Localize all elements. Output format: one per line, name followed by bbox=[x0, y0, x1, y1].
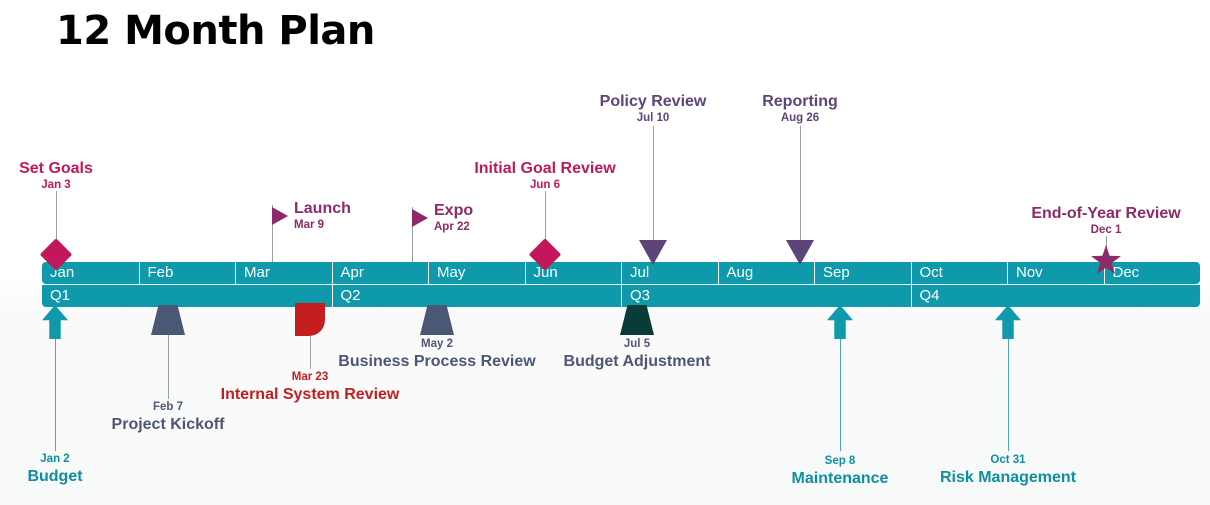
milestone-label-business-process-review[interactable]: May 2 Business Process Review bbox=[338, 337, 535, 371]
arrow-up-marker-icon bbox=[42, 305, 68, 339]
milestone-date-set-goals: Jan 3 bbox=[41, 179, 71, 191]
quarter-label-q2: Q2 bbox=[331, 285, 622, 307]
quarter-label-q3: Q3 bbox=[621, 285, 911, 307]
milestone-date-expo: Apr 22 bbox=[434, 221, 470, 233]
milestone-stem bbox=[545, 191, 546, 244]
milestone-date-risk-management: Oct 31 bbox=[990, 454, 1026, 466]
milestone-stem bbox=[272, 205, 273, 262]
milestone-date-budget: Jan 2 bbox=[40, 453, 70, 465]
milestone-name-set-goals: Set Goals bbox=[19, 160, 93, 177]
quarter-label-q4: Q4 bbox=[910, 285, 1201, 307]
trapezoid-marker-icon bbox=[420, 305, 454, 335]
milestone-date-internal-system-review: Mar 23 bbox=[291, 371, 329, 383]
milestone-date-policy-review: Jul 10 bbox=[636, 112, 670, 124]
triangle-down-marker-icon bbox=[639, 240, 667, 265]
milestone-stem bbox=[800, 126, 801, 240]
month-label-may: May bbox=[428, 262, 525, 284]
milestone-name-maintenance: Maintenance bbox=[791, 470, 889, 487]
month-label-mar: Mar bbox=[235, 262, 332, 284]
milestone-name-policy-review: Policy Review bbox=[599, 93, 707, 110]
month-label-dec: Dec bbox=[1103, 262, 1201, 284]
milestone-label-budget-adjustment[interactable]: Jul 5 Budget Adjustment bbox=[564, 337, 711, 371]
milestone-label-budget[interactable]: Jan 2 Budget bbox=[27, 452, 82, 486]
milestone-stem bbox=[412, 207, 413, 262]
milestone-label-risk-management[interactable]: Oct 31 Risk Management bbox=[940, 453, 1076, 487]
milestone-name-expo: Expo bbox=[434, 202, 474, 219]
month-label-apr: Apr bbox=[331, 262, 429, 284]
milestone-date-budget-adjustment: Jul 5 bbox=[623, 338, 651, 350]
milestone-name-business-process-review: Business Process Review bbox=[338, 353, 536, 370]
milestone-stem bbox=[1106, 236, 1107, 256]
leaf-marker-icon bbox=[295, 303, 325, 336]
month-label-aug: Aug bbox=[717, 262, 815, 284]
milestone-name-reporting: Reporting bbox=[762, 93, 838, 110]
quarter-label-q1: Q1 bbox=[50, 287, 71, 304]
milestone-date-project-kickoff: Feb 7 bbox=[152, 401, 184, 413]
milestone-stem bbox=[55, 339, 56, 451]
milestone-date-launch: Mar 9 bbox=[294, 219, 325, 231]
milestone-name-launch: Launch bbox=[294, 200, 351, 217]
milestone-name-risk-management: Risk Management bbox=[939, 469, 1077, 486]
milestone-stem bbox=[56, 191, 57, 244]
milestone-name-internal-system-review: Internal System Review bbox=[220, 386, 400, 403]
arrow-up-marker-icon bbox=[995, 305, 1021, 339]
milestone-name-budget: Budget bbox=[27, 468, 83, 485]
milestone-stem bbox=[1008, 339, 1009, 451]
month-label-feb: Feb bbox=[138, 262, 236, 284]
page-title: 12 Month Plan bbox=[56, 8, 375, 54]
milestone-stem bbox=[310, 336, 311, 369]
milestone-stem bbox=[653, 126, 654, 240]
arrow-up-marker-icon bbox=[827, 305, 853, 339]
milestone-date-initial-goal-review: Jun 6 bbox=[529, 179, 561, 191]
milestone-name-initial-goal-review: Initial Goal Review bbox=[474, 160, 616, 177]
milestone-date-maintenance: Sep 8 bbox=[824, 455, 856, 467]
milestone-name-budget-adjustment: Budget Adjustment bbox=[563, 353, 711, 370]
milestone-name-project-kickoff: Project Kickoff bbox=[111, 416, 225, 433]
milestone-date-business-process-review: May 2 bbox=[421, 338, 453, 350]
flag-marker-icon bbox=[272, 207, 288, 225]
month-label-jul: Jul bbox=[621, 262, 718, 284]
milestone-label-maintenance[interactable]: Sep 8 Maintenance bbox=[792, 454, 889, 488]
trapezoid-marker-icon bbox=[620, 305, 654, 335]
milestone-name-end-of-year-review: End-of-Year Review bbox=[1031, 205, 1181, 222]
milestone-label-project-kickoff[interactable]: Feb 7 Project Kickoff bbox=[112, 400, 225, 434]
month-label-sep: Sep bbox=[814, 262, 911, 284]
milestone-date-end-of-year-review: Dec 1 bbox=[1090, 224, 1122, 236]
month-label-oct: Oct bbox=[910, 262, 1008, 284]
month-label-jun: Jun bbox=[524, 262, 622, 284]
flag-marker-icon bbox=[412, 209, 428, 227]
milestone-stem bbox=[840, 339, 841, 451]
milestone-label-internal-system-review[interactable]: Mar 23 Internal System Review bbox=[221, 370, 400, 404]
month-label-nov: Nov bbox=[1007, 262, 1104, 284]
milestone-date-reporting: Aug 26 bbox=[780, 112, 820, 124]
trapezoid-marker-icon bbox=[151, 305, 185, 335]
triangle-down-marker-icon bbox=[786, 240, 814, 265]
milestone-stem bbox=[168, 335, 169, 399]
